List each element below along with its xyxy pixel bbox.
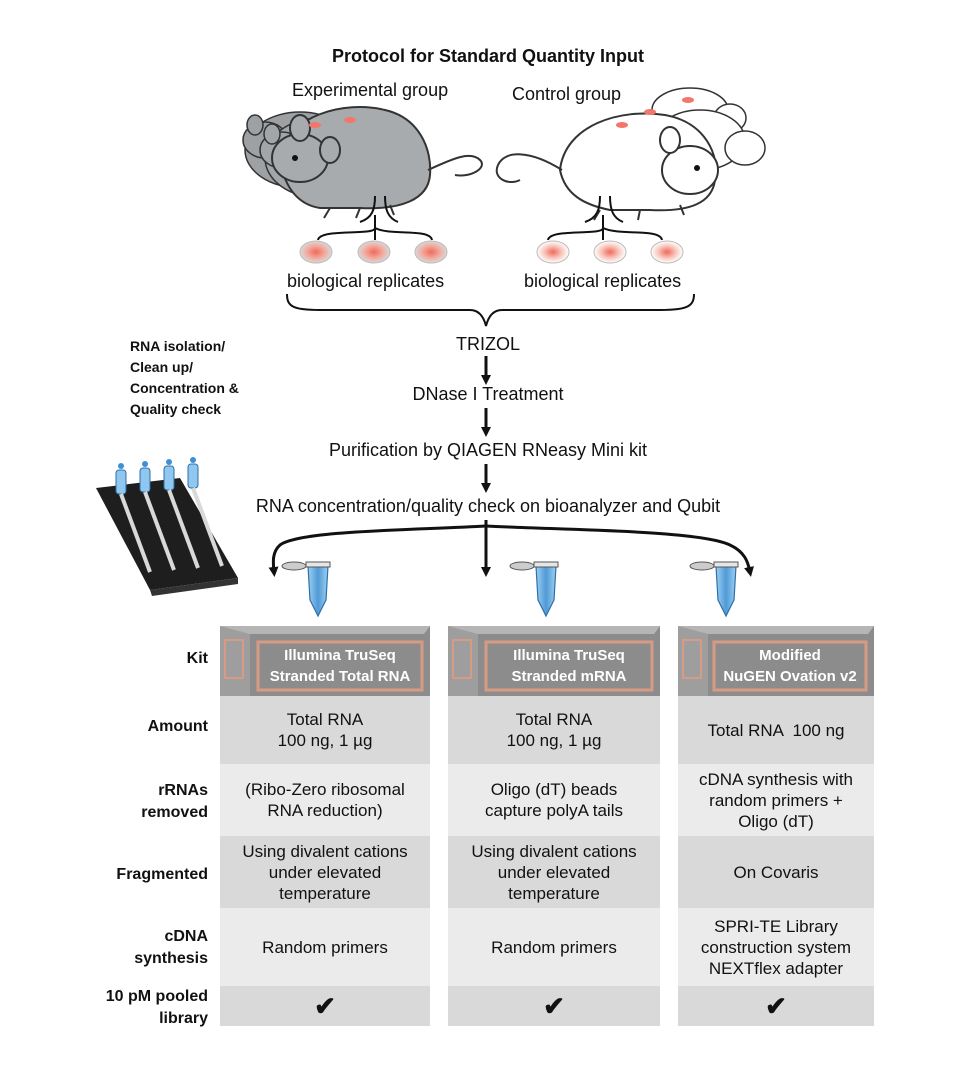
tube-icon-2: [509, 561, 559, 618]
row-label-text: 10 pM pooled: [105, 988, 208, 1005]
step-purification: Purification by QIAGEN RNeasy Mini kit: [328, 440, 648, 460]
cell-line: Random primers: [491, 937, 617, 957]
step-quality-check: RNA concentration/quality check on bioan…: [255, 496, 721, 516]
cell-line: Total RNA 100 ng: [707, 720, 845, 740]
cell-line: (Ribo-Zero ribosomal: [245, 780, 405, 799]
cell-line: Random primers: [262, 937, 388, 957]
row-label-amount: Amount: [148, 714, 208, 740]
cell-amount-3: Total RNA 100 ng: [678, 696, 874, 764]
cell-line: Total RNA: [286, 710, 364, 729]
kit-name-line: Stranded mRNA: [511, 668, 627, 685]
cell-line: Oligo (dT): [738, 811, 814, 831]
table-backgrounds: [220, 696, 874, 1026]
split-arrows: [268, 520, 754, 577]
cell-line: Using divalent cations: [242, 841, 408, 861]
cell-line: SPRI-TE Library: [714, 916, 838, 936]
row-label-text: rRNAs: [158, 782, 208, 799]
cell-line: capture polyA tails: [485, 801, 623, 820]
experimental-mice-illustration: [242, 106, 483, 241]
page-title: Protocol for Standard Quantity Input: [332, 46, 644, 66]
cell-cdna-2: Random primers: [448, 908, 660, 986]
rna-isolation-note: RNA isolation/ Clean up/ Concentration &…: [130, 336, 239, 420]
cell-line: RNA reduction): [267, 801, 383, 820]
cell-fragmented-3: On Covaris: [678, 836, 874, 908]
row-label-pooled: 10 pM pooled library: [106, 982, 208, 1030]
row-label-text: Kit: [186, 650, 208, 667]
control-replicate-dots: [536, 240, 684, 264]
row-label-cdna: cDNA synthesis: [134, 922, 208, 970]
side-note-line: Clean up/: [130, 359, 194, 375]
cell-cdna-1: Random primers: [220, 908, 430, 986]
row-label-text: cDNA: [164, 928, 208, 945]
pipette-rack-illustration: [96, 457, 238, 596]
row-label-text: library: [159, 1010, 208, 1027]
kit-box-1: [220, 626, 430, 696]
cell-rrna-3: cDNA synthesis with random primers + Oli…: [678, 764, 874, 836]
cell-line: 100 ng, 1 µg: [506, 731, 602, 750]
cell-amount-2: Total RNA 100 ng, 1 µg: [448, 696, 660, 764]
check-icon: ✔: [543, 990, 565, 1021]
check-icon: ✔: [314, 990, 336, 1021]
control-mice-illustration: [495, 87, 766, 241]
step-dnase: DNase I Treatment: [412, 384, 564, 404]
experimental-group-label: Experimental group: [292, 80, 449, 100]
cell-fragmented-1: Using divalent cations under elevated te…: [220, 836, 430, 908]
row-label-fragmented: Fragmented: [116, 862, 208, 888]
kit-name-1: Illumina TruSeq Stranded Total RNA: [258, 645, 422, 687]
kit-name-line: Modified: [759, 647, 821, 664]
check-icon: ✔: [765, 990, 787, 1021]
cell-line: temperature: [508, 883, 600, 903]
cell-line: construction system: [700, 937, 852, 957]
experimental-replicates-label: biological replicates: [287, 271, 445, 291]
kit-name-2: Illumina TruSeq Stranded mRNA: [486, 645, 652, 687]
side-note-line: Concentration &: [130, 380, 239, 396]
cell-line: 100 ng, 1 µg: [277, 731, 373, 750]
experimental-replicate-dots: [299, 240, 448, 264]
row-label-text: removed: [141, 804, 208, 821]
kit-box-3: [678, 626, 874, 696]
row-label-text: Fragmented: [116, 866, 208, 883]
row-label-kit: Kit: [187, 646, 208, 672]
cell-fragmented-2: Using divalent cations under elevated te…: [448, 836, 660, 908]
tube-icon-3: [689, 561, 739, 618]
row-label-text: synthesis: [134, 950, 208, 967]
cell-line: Oligo (dT) beads: [490, 780, 618, 799]
kit-name-line: Illumina TruSeq: [284, 647, 396, 664]
cell-rrna-1: (Ribo-Zero ribosomal RNA reduction): [220, 764, 430, 836]
cell-line: On Covaris: [733, 862, 819, 882]
kit-name-line: Stranded Total RNA: [269, 668, 411, 685]
tube-icon-1: [281, 561, 331, 618]
cell-amount-1: Total RNA 100 ng, 1 µg: [220, 696, 430, 764]
cell-line: temperature: [279, 883, 371, 903]
control-group-label: Control group: [512, 84, 622, 104]
cell-line: NEXTflex adapter: [708, 958, 844, 978]
cell-cdna-3: SPRI-TE Library construction system NEXT…: [678, 908, 874, 986]
replicates-bracket: [286, 293, 695, 327]
kit-name-line: NuGEN Ovation v2: [723, 668, 857, 685]
side-note-line: RNA isolation/: [130, 338, 226, 354]
kit-box-2: [448, 626, 660, 696]
cell-line: cDNA synthesis with: [699, 769, 853, 789]
kit-name-line: Illumina TruSeq: [513, 647, 625, 664]
cell-line: under elevated: [268, 862, 382, 882]
kit-name-3: Modified NuGEN Ovation v2: [714, 645, 866, 687]
step-trizol: TRIZOL: [455, 334, 520, 354]
cell-line: Using divalent cations: [471, 841, 637, 861]
control-replicates-label: biological replicates: [524, 271, 682, 291]
cell-line: Total RNA: [515, 710, 593, 729]
row-label-rrna: rRNAs removed: [141, 776, 208, 824]
side-note-line: Quality check: [130, 401, 222, 417]
cell-rrna-2: Oligo (dT) beads capture polyA tails: [448, 764, 660, 836]
cell-line: random primers +: [709, 790, 843, 810]
cell-line: under elevated: [497, 862, 611, 882]
row-label-text: Amount: [147, 718, 208, 735]
